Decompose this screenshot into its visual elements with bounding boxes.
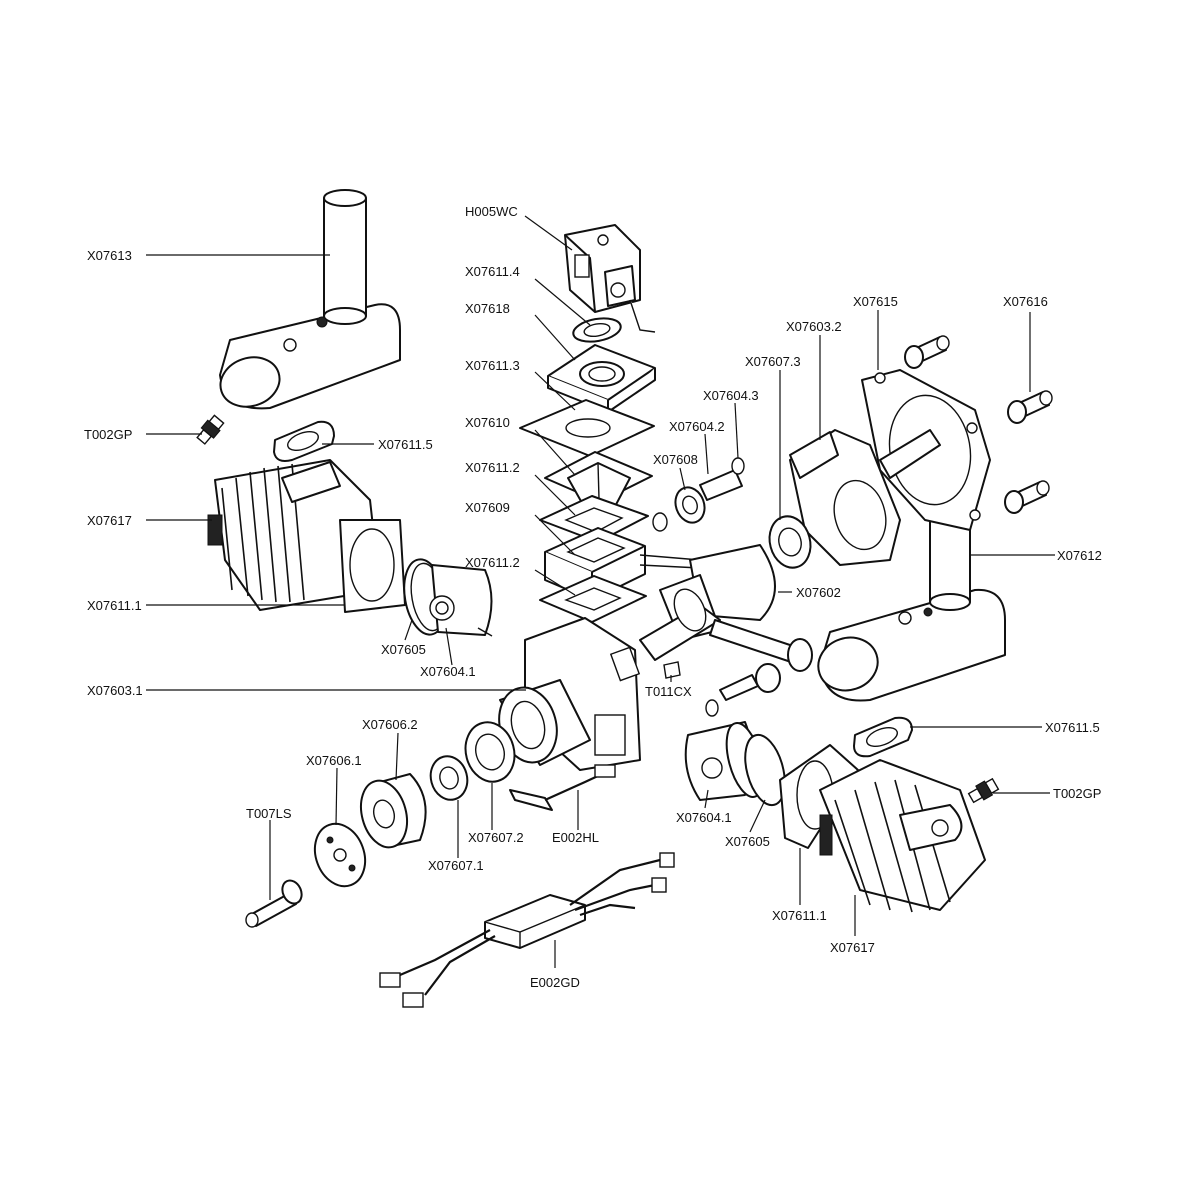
label-X07611-2-upper: X07611.2 <box>465 460 520 475</box>
label-X07602: X07602 <box>796 585 841 600</box>
label-X07603-2: X07603.2 <box>786 319 842 334</box>
piston-right <box>684 721 786 807</box>
mount-bolt-1 <box>904 335 950 369</box>
label-X07611-3: X07611.3 <box>465 358 520 373</box>
label-X07604-1-left: X07604.1 <box>420 664 476 679</box>
label-X07612: X07612 <box>1057 548 1102 563</box>
wrist-pin-left <box>699 469 743 501</box>
label-X07611-5-right: X07611.5 <box>1045 720 1100 735</box>
prop-bolt <box>245 879 303 928</box>
wrist-pin-rear <box>705 663 781 717</box>
reed-gasket-middle <box>539 495 649 543</box>
label-X07605-right: X07605 <box>725 834 770 849</box>
label-X07617-left: X07617 <box>87 513 132 528</box>
crankcase-front <box>498 617 641 771</box>
woodruff-key <box>663 661 681 679</box>
label-X07609: X07609 <box>465 500 510 515</box>
label-X07613: X07613 <box>87 248 132 263</box>
label-X07604-1-right: X07604.1 <box>676 810 732 825</box>
label-T002GP-left: T002GP <box>84 427 132 442</box>
cylinder-right <box>819 759 986 913</box>
label-X07618: X07618 <box>465 301 510 316</box>
label-E002GD: E002GD <box>530 975 580 990</box>
bearing-front-large <box>464 721 516 783</box>
label-X07616: X07616 <box>1003 294 1048 309</box>
prop-washer <box>313 822 367 888</box>
label-X07606-2: X07606.2 <box>362 717 418 732</box>
mount-bolt-2 <box>1007 390 1053 424</box>
label-E002HL: E002HL <box>552 830 599 845</box>
label-X07607-2: X07607.2 <box>468 830 524 845</box>
ignition-module <box>379 852 675 1008</box>
label-X07611-4: X07611.4 <box>465 264 520 279</box>
bearing-front-small <box>429 755 469 801</box>
cylinder-left <box>207 459 406 613</box>
label-X07611-1-left: X07611.1 <box>87 598 142 613</box>
label-X07615: X07615 <box>853 294 898 309</box>
pin-clip <box>731 457 745 475</box>
label-X07605-left: X07605 <box>381 642 426 657</box>
label-X07607-1: X07607.1 <box>428 858 484 873</box>
label-X07617-right: X07617 <box>830 940 875 955</box>
left-muffler <box>219 189 401 410</box>
leader-lines <box>146 215 1055 968</box>
label-T011CX: T011CX <box>645 684 692 699</box>
label-X07611-1-right: X07611.1 <box>772 908 827 923</box>
label-X07604-2: X07604.2 <box>669 419 725 434</box>
piston-left <box>403 558 493 637</box>
part-labels: H005WC X07611.4 X07618 X07611.3 X07610 X… <box>84 204 1102 990</box>
prop-hub <box>359 773 427 849</box>
label-H005WC: H005WC <box>465 204 518 219</box>
label-X07606-1: X07606.1 <box>306 753 362 768</box>
reed-gasket-upper <box>519 399 655 457</box>
bearing-rear <box>768 515 812 569</box>
crankcase-rear <box>789 429 941 566</box>
crankshaft <box>639 544 813 672</box>
carb-gasket-ring <box>572 317 622 343</box>
label-X07608: X07608 <box>653 452 698 467</box>
carb-adapter <box>547 344 656 413</box>
label-X07611-2-lower: X07611.2 <box>465 555 520 570</box>
exhaust-gasket-left <box>273 420 335 462</box>
reed-gasket-lower <box>539 575 647 623</box>
label-X07604-3: X07604.3 <box>703 388 759 403</box>
label-T002GP-right: T002GP <box>1053 786 1101 801</box>
spark-plug-left <box>196 414 225 445</box>
label-X07607-3: X07607.3 <box>745 354 801 369</box>
exhaust-gasket-right <box>853 716 913 758</box>
label-X07611-5-left: X07611.5 <box>378 437 433 452</box>
label-T007LS: T007LS <box>246 806 292 821</box>
label-X07610: X07610 <box>465 415 510 430</box>
hall-sensor <box>509 764 616 811</box>
needle-bearing <box>652 486 706 532</box>
label-X07603-1: X07603.1 <box>87 683 143 698</box>
carburetor <box>564 224 656 333</box>
spark-plug-right <box>967 777 1000 804</box>
mount-bolt-3 <box>1004 480 1050 514</box>
